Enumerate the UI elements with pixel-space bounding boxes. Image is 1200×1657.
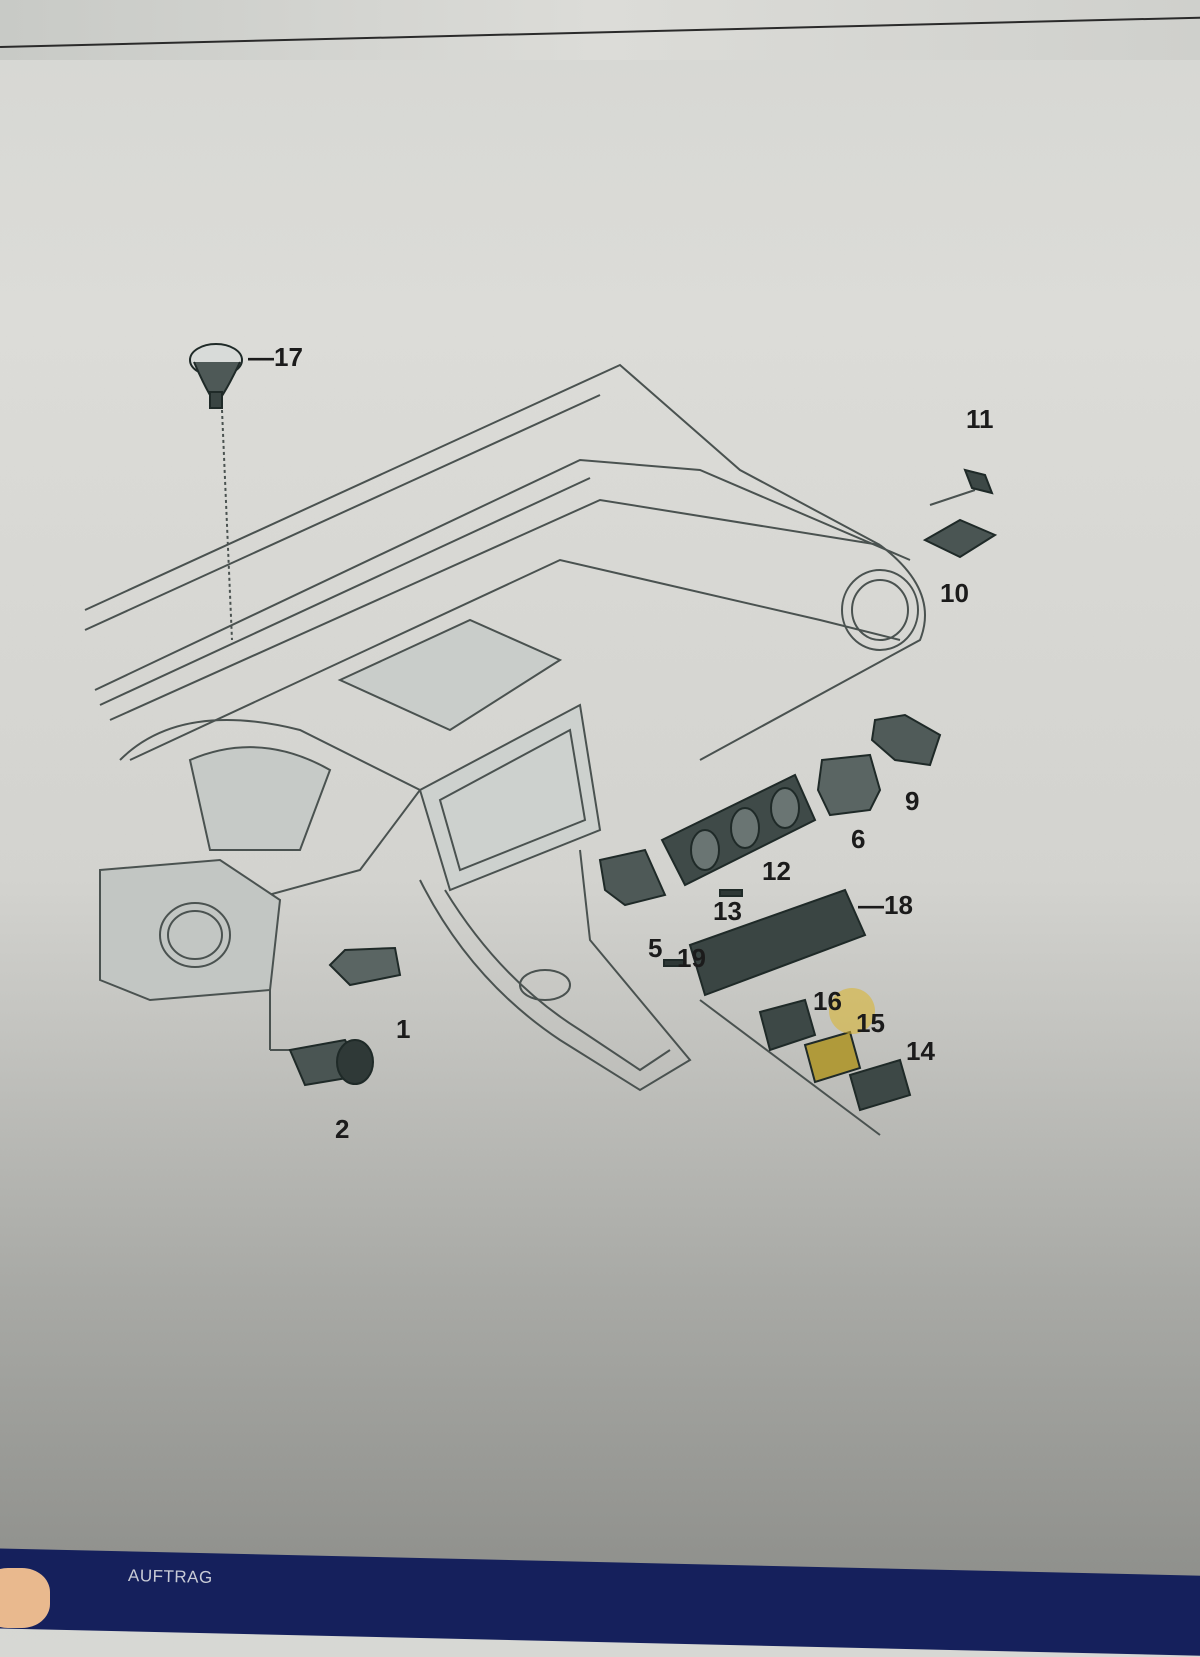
exploded-parts-diagram — [84, 343, 998, 1136]
callout-5[interactable]: 5 — [648, 933, 663, 963]
callout-12[interactable]: 12 — [762, 856, 791, 886]
callout-16[interactable]: 16 — [813, 986, 842, 1016]
callout-14[interactable]: 14 — [906, 1036, 935, 1066]
callout-19[interactable]: 19 — [677, 943, 706, 973]
screen-top-area — [0, 0, 1200, 60]
finger-in-frame — [0, 1568, 50, 1628]
part-15-highlight — [829, 988, 875, 1034]
order-tab-label[interactable]: AUFTRAG — [127, 1566, 213, 1587]
callout-2[interactable]: 2 — [335, 1114, 350, 1144]
callout-11[interactable]: 11 — [966, 404, 994, 434]
callout-18[interactable]: —18 — [858, 890, 913, 920]
callout-1[interactable]: 1 — [396, 1014, 411, 1044]
callout-15[interactable]: 15 — [856, 1008, 885, 1038]
callout-17[interactable]: —17 — [248, 342, 303, 372]
callout-6[interactable]: 6 — [851, 824, 866, 854]
callout-13[interactable]: 13 — [713, 896, 742, 926]
callout-9[interactable]: 9 — [905, 786, 920, 816]
callout-10[interactable]: 10 — [940, 578, 969, 608]
